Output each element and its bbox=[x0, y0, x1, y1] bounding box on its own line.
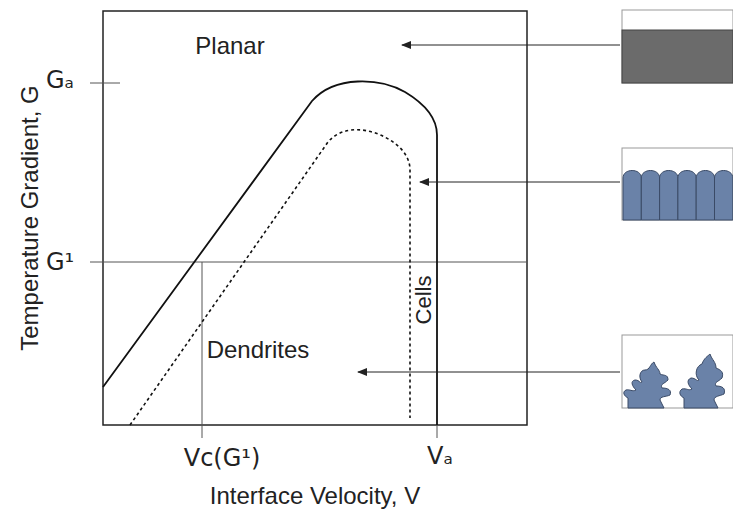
cell-shape bbox=[678, 171, 696, 221]
cell-shape bbox=[715, 171, 733, 221]
region-label: Dendrites bbox=[207, 337, 310, 363]
cell-shape bbox=[696, 171, 714, 221]
axis-title: Temperature Gradient, G bbox=[17, 85, 43, 350]
axis-tick-label: G¹ bbox=[46, 249, 74, 275]
region-label: Cells bbox=[412, 274, 436, 327]
axis-tick-label: Vₐ bbox=[427, 443, 453, 469]
cell-shape bbox=[623, 171, 641, 221]
cell-shape bbox=[641, 171, 659, 221]
axis-tick-label: Gₐ bbox=[46, 67, 74, 93]
region-label: Planar bbox=[195, 33, 264, 59]
cell-shape bbox=[660, 171, 678, 221]
axis-title: Interface Velocity, V bbox=[210, 483, 420, 509]
axis-tick-label: Vc(G¹) bbox=[184, 445, 261, 471]
